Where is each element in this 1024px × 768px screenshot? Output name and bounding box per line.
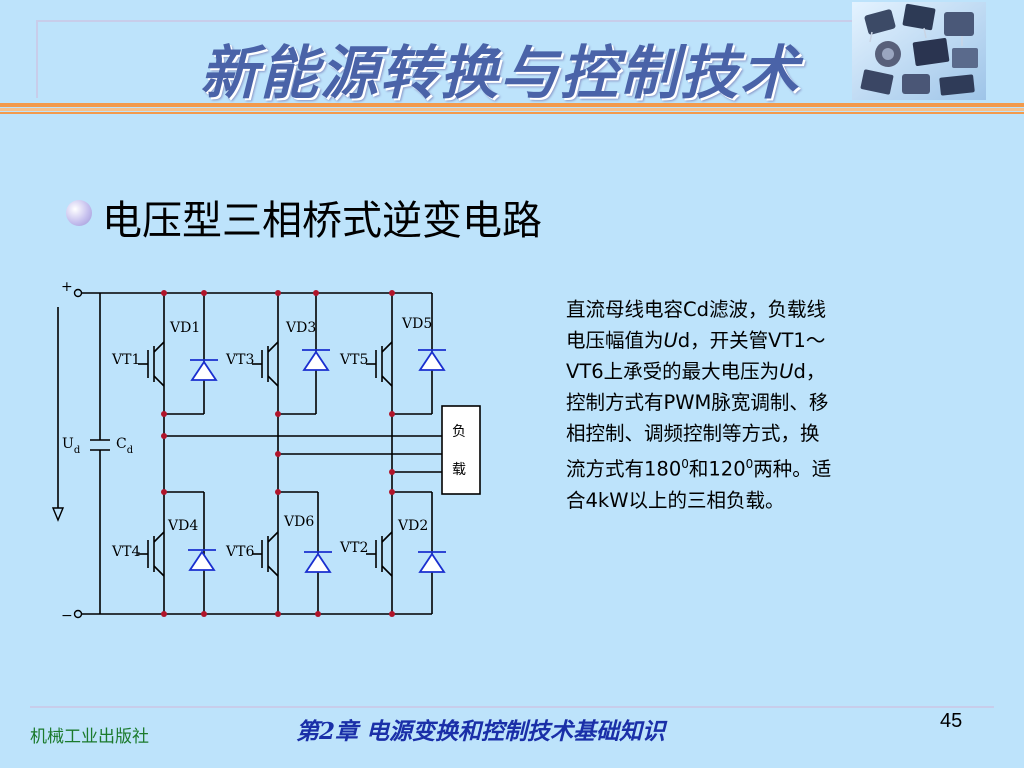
footer-chapter: 第2章 电源变换和控制技术基础知识 xyxy=(296,718,666,745)
frame-line-footer xyxy=(30,706,994,708)
cd-label: Cd xyxy=(116,436,134,456)
footer-publisher: 机械工业出版社 xyxy=(30,727,149,747)
vd1-label: VD1 xyxy=(169,320,200,336)
plus-terminal-label: + xyxy=(61,279,73,295)
load-label-2: 载 xyxy=(452,462,466,478)
ud-label: Ud xyxy=(62,436,81,456)
vt6-label: VT6 xyxy=(225,544,254,560)
vd6-label: VD6 xyxy=(283,514,314,530)
vt5-label: VT5 xyxy=(339,352,368,368)
slide-title: 新能源转换与控制技术 xyxy=(200,39,801,107)
vt3-label: VT3 xyxy=(225,352,254,368)
frame-line-left xyxy=(36,20,38,98)
frame-line-top xyxy=(36,20,856,22)
accent-band-light xyxy=(0,108,1024,111)
vd2-label: VD2 xyxy=(397,518,428,534)
vd3-label: VD3 xyxy=(285,320,316,336)
description-text: 直流母线电容Cd滤波，负载线 电压幅值为Ud，开关管VT1～ VT6上承受的最大… xyxy=(566,294,916,516)
desc-line-2: 电压幅值为Ud，开关管VT1～ xyxy=(566,329,826,352)
accent-band xyxy=(0,103,1024,107)
vt4-label: VT4 xyxy=(111,544,140,560)
load-label-1: 负 xyxy=(452,424,466,440)
desc-line-1: 直流母线电容Cd滤波，负载线 xyxy=(566,298,826,321)
accent-band-lower xyxy=(0,112,1024,114)
vd4-label: VD4 xyxy=(167,518,198,534)
bullet-icon xyxy=(66,200,92,226)
page-number: 45 xyxy=(940,710,963,732)
vd5-label: VD5 xyxy=(401,316,432,332)
desc-line-3: VT6上承受的最大电压为Ud， xyxy=(566,360,826,383)
desc-line-6: 流方式有1800和1200两种。适 xyxy=(566,457,832,481)
vt1-label: VT1 xyxy=(111,352,140,368)
minus-terminal-label: − xyxy=(61,608,73,624)
section-heading: 电压型三相桥式逆变电路 xyxy=(102,198,542,244)
desc-line-7: 合4kW以上的三相负载。 xyxy=(566,488,785,512)
electronic-components-photo xyxy=(852,2,986,100)
desc-line-5: 相控制、调频控制等方式，换 xyxy=(566,422,820,445)
desc-line-4: 控制方式有PWM脉宽调制、移 xyxy=(566,391,829,414)
vt2-label: VT2 xyxy=(339,540,368,556)
